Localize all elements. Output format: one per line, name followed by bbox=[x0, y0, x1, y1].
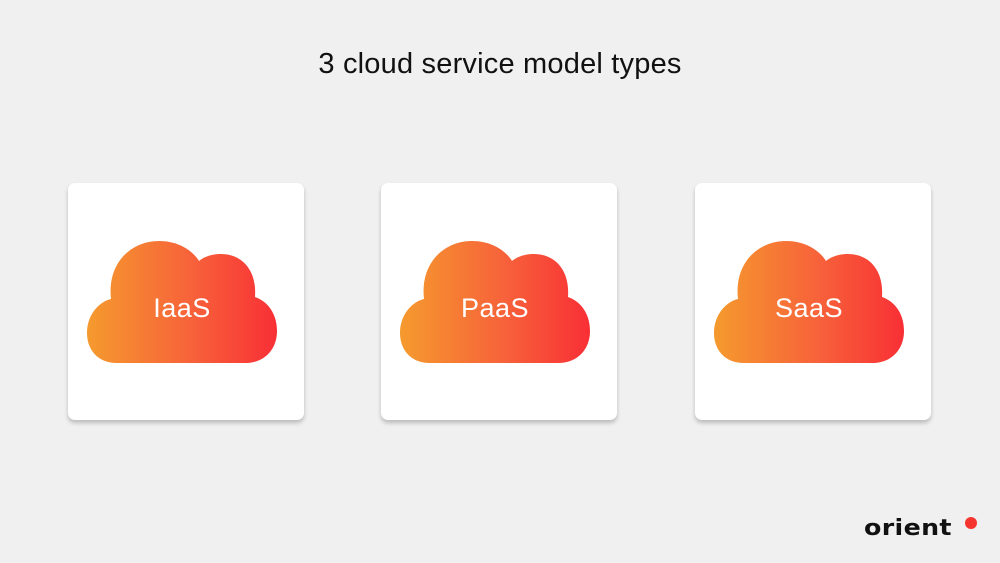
page-title: 3 cloud service model types bbox=[318, 48, 682, 80]
card-paas: PaaS bbox=[381, 183, 617, 420]
cloud-icon: IaaS bbox=[87, 241, 277, 363]
card-label: PaaS bbox=[460, 293, 530, 323]
card-label: IaaS bbox=[153, 293, 211, 323]
cloud-icon: SaaS bbox=[714, 241, 904, 363]
card-saas: SaaS bbox=[695, 183, 931, 420]
orient-logo: orient bbox=[864, 516, 977, 542]
logo-dot-icon bbox=[965, 517, 977, 529]
card-label: SaaS bbox=[774, 293, 844, 323]
card-iaas: IaaS bbox=[68, 183, 304, 420]
cloud-icon: PaaS bbox=[400, 241, 590, 363]
logo-text: orient bbox=[864, 516, 952, 541]
